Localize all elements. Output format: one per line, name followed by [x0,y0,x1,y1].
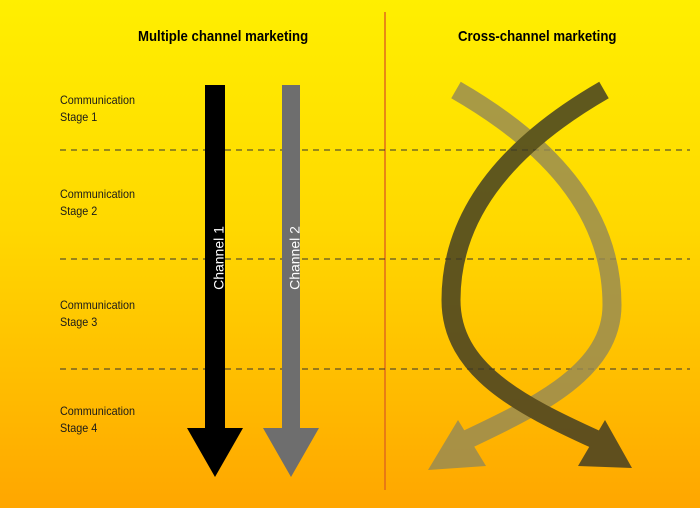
channel-1-arrow: Channel 1 [187,85,243,477]
channel-2-arrow-shape [263,85,319,477]
channel-1-arrow-shape [187,85,243,477]
heading-multiple-channel: Multiple channel marketing [138,28,309,45]
cross-channel-arrows [428,81,632,470]
channel-1-label: Channel 1 [211,226,227,290]
stage-label-3: Communication Stage 3 [60,298,136,329]
stage-label-2: Communication Stage 2 [60,187,136,218]
channel-2-arrow: Channel 2 [263,85,319,477]
heading-cross-channel: Cross-channel marketing [458,28,617,45]
channel-2-label: Channel 2 [287,226,303,290]
cross-arrow-light-head [428,420,486,470]
cross-arrow-dark-head [578,420,632,468]
stage-label-4: Communication Stage 4 [60,404,136,435]
cross-arrow-dark-body [441,81,609,449]
stage-label-1: Communication Stage 1 [60,93,136,124]
